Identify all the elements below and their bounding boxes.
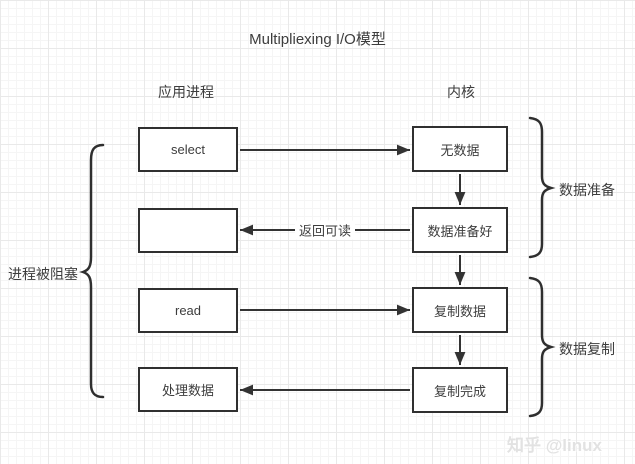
box-read-label: read [174,303,202,318]
label-data-copy: 数据复制 [559,341,615,357]
column-header-application-process: 应用进程 [158,84,214,100]
column-header-kernel: 内核 [447,84,475,100]
right-brace-data-copy [528,276,556,418]
box-read: read [138,288,238,333]
left-brace-process-blocked [79,143,105,399]
box-select: select [138,127,238,172]
box-process-data-label: 处理数据 [161,383,214,398]
return-readable-label: 返回可读 [294,220,356,240]
box-select-label: select [171,142,205,157]
box-copy-data-label: 复制数据 [433,303,486,319]
label-process-blocked: 进程被阻塞 [8,266,78,282]
diagram-title: Multipliexing I/O模型 [249,31,386,48]
box-data-ready-label: 数据准备好 [427,223,493,239]
right-brace-data-preparation [528,116,556,259]
box-empty [138,208,238,253]
zhihu-watermark: 知乎 @linux [507,436,602,455]
box-no-data: 无数据 [412,126,508,172]
box-data-ready: 数据准备好 [412,207,508,253]
box-copy-done-label: 复制完成 [433,383,486,399]
box-process-data: 处理数据 [138,367,238,412]
box-copy-data: 复制数据 [412,287,508,333]
box-copy-done: 复制完成 [412,367,508,413]
box-no-data-label: 无数据 [440,142,480,158]
label-data-preparation: 数据准备 [559,182,615,198]
